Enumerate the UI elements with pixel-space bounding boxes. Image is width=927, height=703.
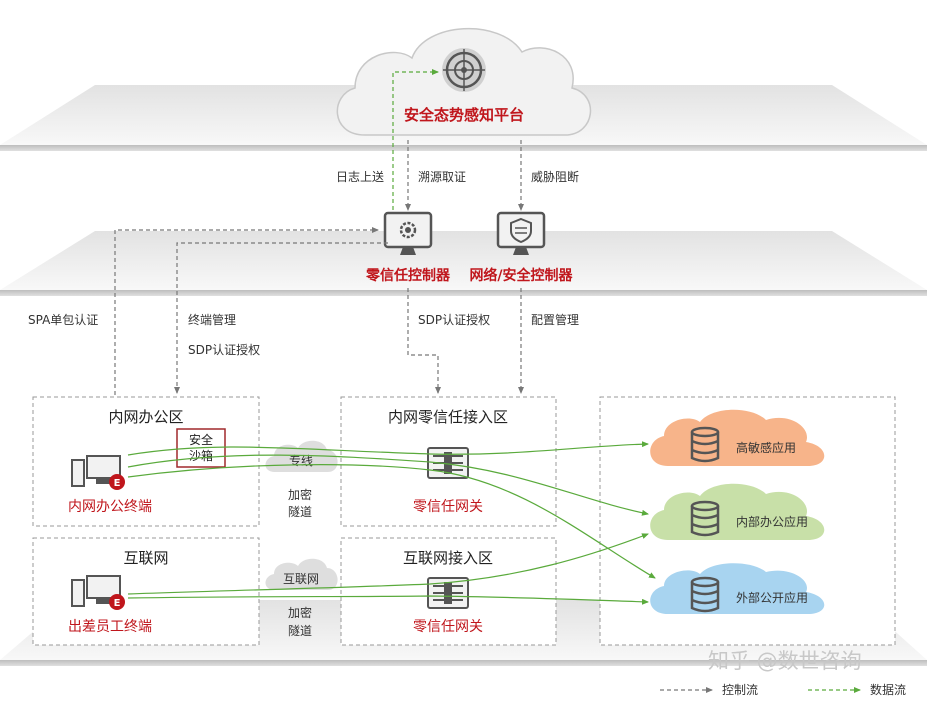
gateway-icon — [427, 447, 469, 479]
endpoint-agent-badge: E — [114, 478, 121, 489]
database-icon — [690, 576, 720, 613]
zone-title: 互联网接入区 — [403, 549, 493, 567]
tunnel-label: 隧道 — [288, 623, 312, 638]
control-flow-lines — [114, 227, 524, 395]
zone-title: 互联网 — [123, 549, 168, 567]
zone-intranet-access: 内网零信任接入区 零信任网关 — [340, 396, 557, 527]
app-external-label: 外部公开应用 — [736, 590, 808, 605]
gateway-label: 零信任网关 — [413, 499, 483, 515]
zero-trust-controller-label: 零信任控制器 — [365, 267, 451, 284]
config-mgmt-label: 配置管理 — [531, 312, 579, 327]
zone-title: 内网零信任接入区 — [388, 408, 508, 426]
app-internal: 内部办公应用 — [650, 483, 825, 540]
threat-block-label: 威胁阻断 — [531, 169, 579, 184]
intranet-terminal-label: 内网办公终端 — [68, 499, 152, 515]
zone-internet: 互联网 E 出差员工终端 — [32, 537, 260, 646]
internet-cloud-label: 互联网 — [283, 572, 319, 586]
sdp-auth-label-left: SDP认证授权 — [188, 342, 260, 357]
data-flow-legend: 数据流 — [870, 682, 906, 697]
radar-icon — [442, 48, 486, 92]
network-security-controller: 网络/安全控制器 — [469, 211, 574, 284]
gateway-label: 零信任网关 — [413, 619, 483, 635]
internet-tunnel: 互联网 加密 隧道 — [265, 558, 338, 638]
legend: 控制流 数据流 — [660, 682, 906, 697]
encrypted-label: 加密 — [288, 605, 312, 620]
app-sensitive: 高敏感应用 — [650, 409, 825, 466]
platform-label: 安全态势感知平台 — [404, 106, 524, 124]
gateway-icon — [427, 577, 469, 609]
control-flow-legend: 控制流 — [722, 683, 758, 697]
network-security-controller-label: 网络/安全控制器 — [469, 267, 573, 284]
desktop-computer-icon: E — [71, 575, 125, 610]
app-sensitive-label: 高敏感应用 — [736, 440, 796, 455]
top-arrows: 日志上送 溯源取证 威胁阻断 — [336, 69, 579, 211]
monitor-gear-icon — [383, 211, 433, 255]
zero-trust-controller: 零信任控制器 — [365, 211, 451, 284]
sandbox-line1: 安全 — [189, 432, 213, 447]
security-situation-platform-cloud: 安全态势感知平台 — [336, 27, 592, 136]
terminal-mgmt-label: 终端管理 — [188, 312, 236, 327]
log-upload-label: 日志上送 — [336, 169, 384, 184]
monitor-shield-icon — [496, 211, 546, 255]
database-icon — [690, 500, 720, 537]
travel-terminal-label: 出差员工终端 — [68, 619, 152, 635]
app-external: 外部公开应用 — [650, 563, 825, 614]
data-flow-lines — [127, 441, 656, 605]
zone-intranet-office: 内网办公区 E 内网办公终端 安全 沙箱 — [32, 396, 260, 527]
zone-title: 内网办公区 — [108, 408, 183, 426]
encrypted-label: 加密 — [288, 487, 312, 502]
zone-internet-access: 互联网接入区 零信任网关 — [340, 537, 557, 646]
app-internal-label: 内部办公应用 — [736, 514, 808, 529]
private-line-tunnel: 专线 加密 隧道 — [265, 440, 338, 519]
spa-auth-label: SPA单包认证 — [28, 313, 98, 327]
database-icon — [690, 426, 720, 463]
sandbox-line2: 沙箱 — [189, 448, 213, 463]
layer-middle-plane — [0, 231, 927, 296]
desktop-computer-icon: E — [71, 455, 125, 490]
control-flow-labels: SPA单包认证 终端管理 SDP认证授权 SDP认证授权 配置管理 — [28, 312, 579, 357]
endpoint-agent-badge: E — [114, 598, 121, 609]
sdp-auth-label-right: SDP认证授权 — [418, 312, 490, 327]
trace-evidence-label: 溯源取证 — [418, 169, 466, 184]
watermark: 知乎 @数世咨询 — [708, 649, 862, 673]
tunnel-label: 隧道 — [288, 504, 312, 519]
